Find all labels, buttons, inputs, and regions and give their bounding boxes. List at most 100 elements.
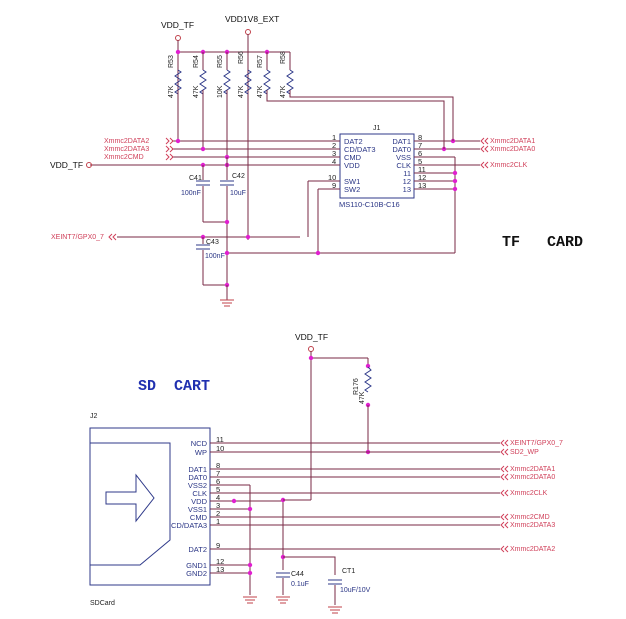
port-xeint7-gpx0-7: XEINT7/GPX0_7 — [500, 439, 563, 447]
svg-text:Xmmc2CLK: Xmmc2CLK — [510, 490, 548, 497]
j2-pin-name: DAT0 — [188, 473, 207, 482]
j2-pin-name: CLK — [192, 489, 207, 498]
c43-value: 100nF — [205, 253, 225, 260]
sd-cart-title: SD CART — [138, 378, 210, 395]
svg-text:Xmmc2CLK: Xmmc2CLK — [490, 162, 528, 169]
resistor-value: 47K — [168, 85, 175, 98]
j2-pin-number: 13 — [216, 565, 224, 574]
j1-pin-number: 12 — [418, 173, 426, 182]
vdd1v8-ext-label: VDD1V8_EXT — [225, 14, 279, 24]
j1-pin-number: 7 — [418, 141, 422, 150]
j1-pin-name: 11 — [403, 169, 411, 178]
svg-text:SD2_WP: SD2_WP — [510, 449, 539, 456]
j2-pin-name: CD/DATA3 — [171, 521, 207, 530]
ground-icon — [276, 596, 290, 604]
j1-pin-number: 4 — [332, 157, 336, 166]
j1-pin-number: 11 — [418, 165, 426, 174]
j1-part: MS110-C10B-C16 — [339, 200, 400, 209]
ct1-ref: CT1 — [342, 568, 355, 575]
port-xmmc2cmd: Xmmc2CMD — [104, 153, 174, 161]
j1-pin-name: DAT0 — [392, 145, 411, 154]
c43-ref: C43 — [206, 239, 219, 246]
resistor-value: 47K — [238, 85, 245, 98]
j2-pin-name: VDD — [191, 497, 207, 506]
vdd-tf-input: VDD_TF — [50, 160, 92, 170]
j2-pin-number: 1 — [216, 517, 220, 526]
port-xmmc2data3: Xmmc2DATA3 — [104, 145, 174, 153]
power-terminal-icon — [86, 162, 92, 168]
vdd-tf-label: VDD_TF — [161, 20, 194, 30]
port-xmmc2data0: Xmmc2DATA0 — [500, 473, 555, 481]
j1-pin-number: 6 — [418, 149, 422, 158]
resistor-ref: R54 — [193, 55, 200, 68]
j2-pin-name: WP — [195, 448, 207, 457]
j2-pin-number: 12 — [216, 557, 224, 566]
resistor-value: 47K — [193, 85, 200, 98]
resistor-value: 47K — [257, 85, 264, 98]
svg-text:XEINT7/GPX0_7: XEINT7/GPX0_7 — [51, 234, 104, 241]
c41-ref: C41 — [189, 175, 202, 182]
ground-icon — [328, 606, 342, 614]
power-terminal-icon — [175, 35, 181, 41]
resistor-r53: R53 47K — [168, 55, 182, 141]
j1-pin-name: 13 — [403, 185, 411, 194]
ground-icon — [243, 596, 257, 604]
c44-ref: C44 — [291, 571, 304, 578]
card-insert-arrow-icon — [105, 473, 155, 523]
j2-pin-number: 10 — [216, 444, 224, 453]
c42-ref: C42 — [232, 173, 245, 180]
j2-pin-number: 4 — [216, 493, 220, 502]
j2-pin-name: DAT2 — [188, 545, 207, 554]
svg-text:XEINT7/GPX0_7: XEINT7/GPX0_7 — [510, 440, 563, 447]
resistor-ref: R55 — [217, 55, 224, 68]
j2-pin-number: 3 — [216, 501, 220, 510]
svg-text:VDD_TF: VDD_TF — [295, 332, 328, 342]
port-sd2-wp: SD2_WP — [500, 448, 539, 456]
j1-pin-name: CLK — [396, 161, 411, 170]
power-vdd1v8-ext: VDD1V8_EXT — [225, 14, 279, 240]
j1-pin-number: 1 — [332, 133, 336, 142]
j1-pin-number: 3 — [332, 149, 336, 158]
j1-pin-name: SW2 — [344, 185, 360, 194]
c41-value: 100nF — [181, 190, 201, 197]
j2-pin-number: 11 — [216, 435, 224, 444]
j2-pin-name: NCD — [191, 439, 208, 448]
port-xmmc2cmd: Xmmc2CMD — [500, 513, 550, 521]
port-xmmc2data1-tf: Xmmc2DATA1 — [480, 137, 535, 145]
power-terminal-icon — [308, 346, 314, 352]
j1-pin-number: 5 — [418, 157, 422, 166]
resistor-r57: R57 47K — [257, 52, 271, 98]
j1-pin-number: 13 — [418, 181, 426, 190]
j2-pin-name: VSS1 — [188, 505, 207, 514]
port-xmmc2data2: Xmmc2DATA2 — [500, 545, 555, 553]
j1-pin-number: 10 — [328, 173, 336, 182]
j1-pin-name: CD/DAT3 — [344, 145, 376, 154]
svg-text:Xmmc2DATA0: Xmmc2DATA0 — [510, 474, 555, 481]
tf-card-title: TF CARD — [502, 234, 583, 251]
svg-text:Xmmc2CMD: Xmmc2CMD — [510, 514, 550, 521]
ct1-value: 10uF/10V — [340, 587, 371, 594]
svg-text:Xmmc2DATA1: Xmmc2DATA1 — [490, 138, 535, 145]
j2-pin-number: 9 — [216, 541, 220, 550]
resistor-ref: R57 — [257, 55, 264, 68]
port-xmmc2data1: Xmmc2DATA1 — [500, 465, 555, 473]
j1-pin-number: 8 — [418, 133, 422, 142]
svg-text:Xmmc2CMD: Xmmc2CMD — [104, 154, 144, 161]
j1-pin-name: CMD — [344, 153, 362, 162]
r176-ref: R176 — [353, 378, 360, 395]
j1-pin-name: SW1 — [344, 177, 360, 186]
j1-pin-name: VDD — [344, 161, 360, 170]
resistor-ref: R53 — [168, 55, 175, 68]
c44-value: 0.1uF — [291, 581, 309, 588]
svg-text:J2: J2 — [90, 413, 98, 420]
port-xmmc2data3: Xmmc2DATA3 — [500, 521, 555, 529]
j1-pin-name: DAT1 — [392, 137, 411, 146]
j2-pin-name: VSS2 — [188, 481, 207, 490]
resistor-r54: R54 47K — [193, 52, 207, 149]
svg-text:Xmmc2DATA3: Xmmc2DATA3 — [510, 522, 555, 529]
resistor-ref: R58 — [280, 51, 287, 64]
